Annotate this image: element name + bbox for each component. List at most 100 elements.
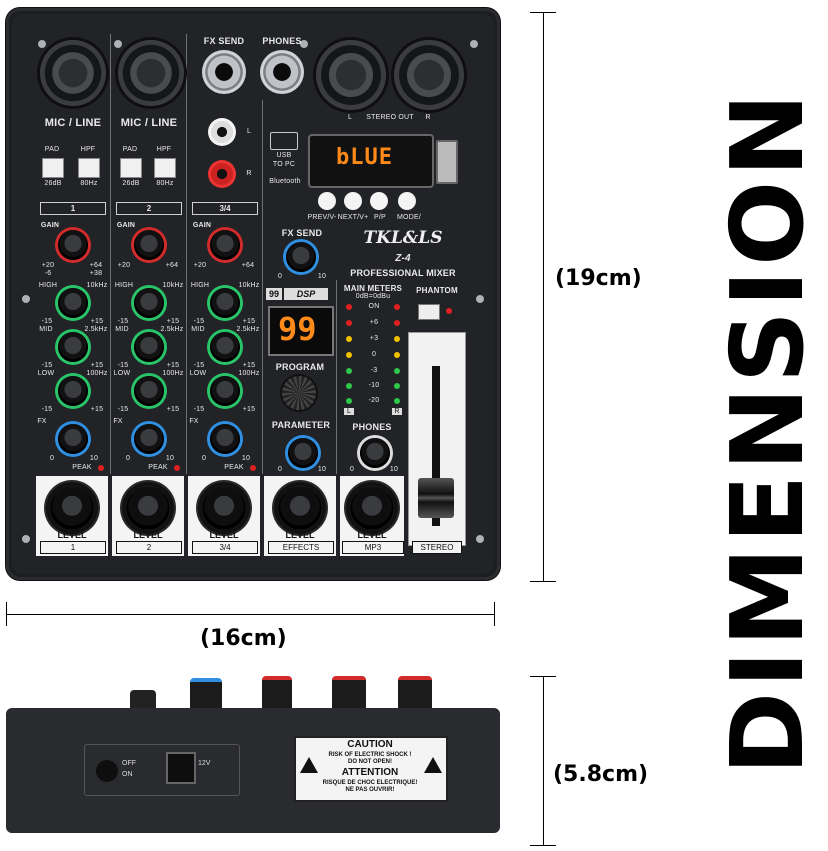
low-freq: 100Hz <box>238 370 260 377</box>
knob-max: 10 <box>89 455 99 462</box>
knob-min: 0 <box>125 455 131 462</box>
gain-max-pad: +38 <box>89 270 103 277</box>
gain-knob[interactable] <box>58 230 88 260</box>
combo-input-1[interactable] <box>40 40 106 106</box>
level-label: LEVEL <box>285 530 315 540</box>
level-label: LEVEL <box>57 530 87 540</box>
mid-eq-knob[interactable] <box>58 332 88 362</box>
eq-max: +15 <box>166 318 180 325</box>
depth-dimension-text: (5.8cm) <box>553 762 649 787</box>
rca-l-label: L <box>246 128 252 135</box>
meter-label: ON <box>368 303 380 310</box>
hpf-switch[interactable] <box>78 158 100 178</box>
meter-r-label: R <box>392 408 402 415</box>
low-eq-knob[interactable] <box>58 376 88 406</box>
eq-max: +15 <box>90 362 104 369</box>
knob-min: 0 <box>349 466 355 473</box>
low-eq-knob[interactable] <box>134 376 164 406</box>
meter-led <box>346 336 352 342</box>
gain-knob[interactable] <box>134 230 164 260</box>
high-eq-knob[interactable] <box>210 288 240 318</box>
gain-max: +64 <box>241 262 255 269</box>
hpf-switch[interactable] <box>154 158 176 178</box>
effects-level-knob[interactable] <box>278 486 322 530</box>
mp3-level-knob[interactable] <box>350 486 394 530</box>
stereo-fader-knob[interactable] <box>418 478 454 518</box>
eq-min: -15 <box>193 362 205 369</box>
low-freq: 100Hz <box>86 370 108 377</box>
height-dimension-text: (19cm) <box>555 266 642 291</box>
fx-send-knob[interactable] <box>134 424 164 454</box>
prev-button[interactable] <box>318 192 336 210</box>
program-encoder[interactable] <box>282 376 316 410</box>
combo-input-2[interactable] <box>118 40 184 106</box>
screw <box>476 535 484 543</box>
channel-number: 3/4 <box>192 202 258 215</box>
rca-right-input[interactable] <box>208 160 236 188</box>
gain-knob[interactable] <box>210 230 240 260</box>
stereo-out-l-label: L <box>347 114 353 121</box>
level-knob[interactable] <box>50 486 94 530</box>
fx-send-jack[interactable] <box>202 50 246 94</box>
high-freq: 10kHz <box>162 282 184 289</box>
depth-dimension-line <box>543 676 544 846</box>
high-label: HIGH <box>114 282 134 289</box>
low-label: LOW <box>189 370 207 377</box>
dc-power-jack[interactable] <box>166 752 196 784</box>
low-eq-knob[interactable] <box>210 376 240 406</box>
usb-port[interactable] <box>436 140 458 184</box>
bluetooth-label: Bluetooth <box>269 178 301 185</box>
screw <box>22 295 30 303</box>
subtitle: PROFESSIONAL MIXER <box>350 268 456 278</box>
fx-send-master-knob[interactable] <box>286 242 316 272</box>
gain-min: +20 <box>193 262 207 269</box>
screw <box>300 40 308 48</box>
play-pause-button[interactable] <box>370 192 388 210</box>
fx-send-knob[interactable] <box>210 424 240 454</box>
high-label: HIGH <box>38 282 58 289</box>
high-freq: 10kHz <box>86 282 108 289</box>
meter-led <box>394 304 400 310</box>
phones-jack[interactable] <box>260 50 304 94</box>
mid-eq-knob[interactable] <box>210 332 240 362</box>
pad-switch[interactable] <box>42 158 64 178</box>
meter-led <box>394 352 400 358</box>
level-label: LEVEL <box>133 530 163 540</box>
meter-led <box>346 320 352 326</box>
level-channel-label: 2 <box>116 541 182 554</box>
meter-led <box>394 398 400 404</box>
power-switch[interactable] <box>96 760 118 782</box>
dsp-badge: 99 <box>266 288 282 300</box>
peak-label: PEAK <box>148 464 168 471</box>
high-eq-knob[interactable] <box>134 288 164 318</box>
phones-knob[interactable] <box>360 438 390 468</box>
fx-send-knob[interactable] <box>58 424 88 454</box>
pad-switch[interactable] <box>120 158 142 178</box>
next-button[interactable] <box>344 192 362 210</box>
mode-button[interactable] <box>398 192 416 210</box>
screw <box>114 40 122 48</box>
level-knob[interactable] <box>202 486 246 530</box>
hpf-value: 80Hz <box>80 180 98 187</box>
gain-min: +20 <box>41 262 55 269</box>
parameter-knob[interactable] <box>288 438 318 468</box>
stereo-out-left[interactable] <box>316 40 386 110</box>
mode-label: MODE/ <box>397 214 421 221</box>
mid-eq-knob[interactable] <box>134 332 164 362</box>
high-eq-knob[interactable] <box>58 288 88 318</box>
eq-max: +15 <box>242 406 256 413</box>
knob-max: 10 <box>389 466 399 473</box>
divider <box>110 34 111 474</box>
fx-label: FX <box>113 418 123 425</box>
parameter-label: PARAMETER <box>271 420 331 430</box>
stereo-out-r-label: R <box>425 114 431 121</box>
meter-led <box>394 336 400 342</box>
phantom-switch[interactable] <box>418 304 440 320</box>
stereo-out-right[interactable] <box>394 40 464 110</box>
level-knob[interactable] <box>126 486 170 530</box>
peak-label: PEAK <box>72 464 92 471</box>
prev-label: PREV/V- <box>307 214 337 221</box>
rca-left-input[interactable] <box>208 118 236 146</box>
caution-label <box>294 736 448 802</box>
channel-number: 1 <box>40 202 106 215</box>
